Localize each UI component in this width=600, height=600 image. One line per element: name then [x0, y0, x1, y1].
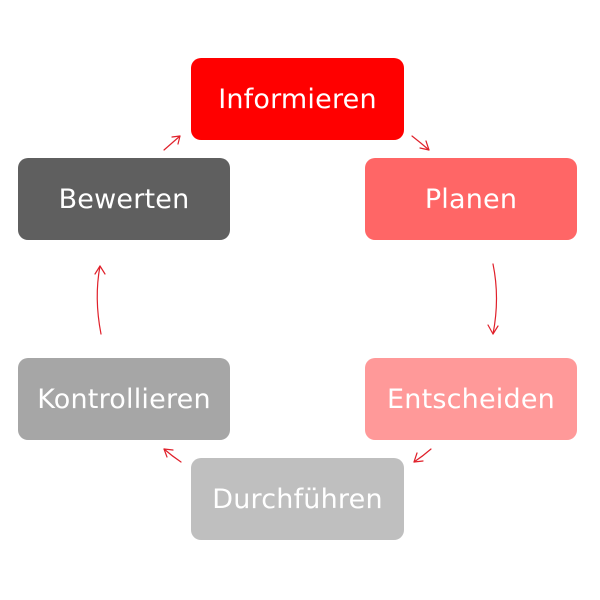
step-informieren: Informieren	[191, 58, 404, 140]
step-planen: Planen	[365, 158, 577, 240]
step-bewerten: Bewerten	[18, 158, 230, 240]
step-entscheiden: Entscheiden	[365, 358, 577, 440]
arrow-planen-to-entscheiden	[487, 263, 499, 335]
arrow-kontrollieren-to-bewerten	[94, 265, 106, 335]
arrow-entscheiden-to-durchfuehren	[413, 448, 432, 463]
arrow-durchfuehren-to-kontrollieren	[163, 448, 182, 463]
step-kontrollieren: Kontrollieren	[18, 358, 230, 440]
step-durchfuehren: Durchführen	[191, 458, 404, 540]
arrow-bewerten-to-informieren	[163, 135, 181, 151]
arrow-informieren-to-planen	[411, 135, 430, 151]
